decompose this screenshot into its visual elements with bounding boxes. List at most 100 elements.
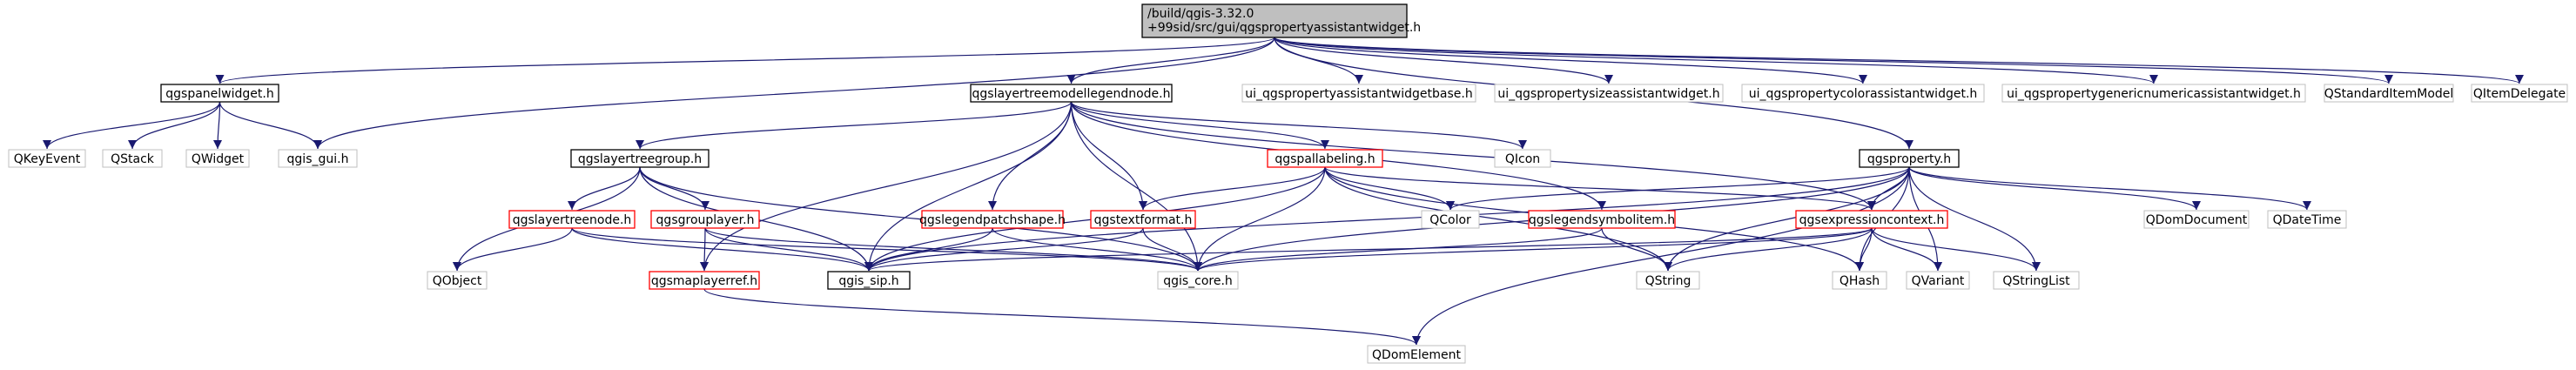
node-box [102,149,163,168]
node-label: QStringList [2002,274,2070,288]
node-label: QDateTime [2273,213,2342,227]
node-layer: /build/qgis-3.32.0+99sid/src/gui/qgsprop… [8,3,2568,364]
edge-property-to-qdomdoc [1908,166,2201,211]
node-box [921,210,1064,229]
node-label: QKeyEvent [14,152,81,166]
node-ui_pgnaw[interactable]: ui_qgspropertygenericnumericassistantwid… [2001,84,2306,103]
node-box [2001,84,2306,103]
node-qstring[interactable]: QString [1636,271,1700,290]
node-label: QDomElement [1372,348,1461,362]
node-box [427,271,488,290]
edge-ltmln-to-qgis_sip [864,101,1073,272]
edge-pallab-to-qstring [1324,166,1672,272]
node-label: qgsgrouplayer.h [656,213,755,227]
node-box [1090,210,1196,229]
edge-layer [43,37,2524,346]
node-qwidget[interactable]: QWidget [185,149,250,168]
node-panelwidget[interactable]: qgspanelwidget.h [160,84,279,103]
node-qdatetime[interactable]: QDateTime [2267,210,2347,229]
node-box [649,271,760,290]
node-box [1157,271,1239,290]
node-box [1141,3,1408,38]
node-textformat[interactable]: qgstextformat.h [1090,210,1196,229]
node-root[interactable]: /build/qgis-3.32.0+99sid/src/gui/qgsprop… [1141,3,1421,38]
edge-ltmln-to-maplayerref [700,101,1073,272]
node-qgis_core[interactable]: qgis_core.h [1157,271,1239,290]
node-box [160,84,279,103]
node-label: qgslegendsymbolitem.h [1529,213,1675,227]
node-qitemdel[interactable]: QItemDelegate [2471,84,2568,103]
node-label: ui_qgspropertygenericnumericassistantwid… [2007,87,2301,101]
node-qdomelement[interactable]: QDomElement [1367,345,1466,364]
edge-root-to-qstdmodel [1274,37,2393,84]
node-qobject[interactable]: QObject [427,271,488,290]
node-ltgroup[interactable]: qgslayertreegroup.h [570,149,710,168]
node-property[interactable]: qgsproperty.h [1859,149,1960,168]
edge-ltgroup-to-qgis_core [639,166,1202,272]
node-label: QVariant [1912,274,1965,288]
node-qstdmodel[interactable]: QStandardItemModel [2324,84,2454,103]
node-box [650,210,760,229]
edge-panelwidget-to-qkeyevent [43,101,221,150]
node-box [1906,271,1970,290]
edge-ltnode-to-qgis_sip [571,227,873,272]
edge-ltnode-to-qgis_core [571,227,1202,272]
node-label: qgspallabeling.h [1275,152,1375,166]
node-box [1636,271,1700,290]
node-label: ui_qgspropertysizeassistantwidget.h [1497,87,1719,101]
node-label: ui_qgspropertycolorassistantwidget.h [1749,87,1978,101]
edge-pallab-to-textformat [1139,166,1326,211]
node-pallab[interactable]: qgspallabeling.h [1267,149,1383,168]
node-qvariant[interactable]: QVariant [1906,271,1970,290]
node-qgis_gui[interactable]: qgis_gui.h [278,149,358,168]
node-ltnode[interactable]: qgslayertreenode.h [508,210,636,229]
edge-exprctx-to-qvariant [1871,227,1942,272]
edge-panelwidget-to-qgis_gui [219,101,322,150]
node-label: qgslayertreenode.h [513,213,632,227]
node-qhash[interactable]: QHash [1832,271,1887,290]
edge-ltmln-to-ltgroup [636,101,1073,150]
node-qkeyevent[interactable]: QKeyEvent [8,149,86,168]
node-ltmln[interactable]: qgslayertreemodellegendnode.h [970,84,1173,103]
node-box [2267,210,2347,229]
node-qgis_sip[interactable]: qgis_sip.h [827,271,911,290]
edge-ltmln-to-qicon [1070,101,1527,150]
edge-root-to-ui_pgnaw [1274,37,2158,84]
node-ui_pcaw[interactable]: ui_qgspropertycolorassistantwidget.h [1741,84,1985,103]
node-box [278,149,358,168]
node-grouplayer[interactable]: qgsgrouplayer.h [650,210,760,229]
edge-ltmln-to-textformat [1070,101,1147,211]
node-legpatch[interactable]: qgslegendpatchshape.h [919,210,1066,229]
edge-ltgroup-to-ltnode [568,166,641,211]
edge-property-to-qstringlist [1908,166,2041,272]
node-qstringlist[interactable]: QStringList [1993,271,2080,290]
node-qcolor[interactable]: QColor [1421,210,1480,229]
node-ui_psaw[interactable]: ui_qgspropertysizeassistantwidget.h [1494,84,1724,103]
edge-exprctx-to-qstring [1664,227,1873,272]
edge-pallab-to-exprctx [1324,166,1876,211]
edge-grouplayer-to-maplayerref [700,227,710,272]
node-qstack[interactable]: QStack [102,149,163,168]
node-qicon[interactable]: QIcon [1494,149,1551,168]
edge-exprctx-to-qgis_core [1194,227,1873,272]
node-box [570,149,710,168]
node-exprctx[interactable]: qgsexpressioncontext.h [1795,210,1948,229]
node-label: qgslegendpatchshape.h [919,213,1066,227]
node-box [2143,210,2250,229]
node-label: qgstextformat.h [1094,213,1193,227]
node-maplayerref[interactable]: qgsmaplayerref.h [649,271,760,290]
node-legsym[interactable]: qgslegendsymbolitem.h [1528,210,1676,229]
node-ui_paw[interactable]: ui_qgspropertyassistantwidgetbase.h [1241,84,1476,103]
node-label: qgsmaplayerref.h [651,274,757,288]
edge-root-to-ui_psaw [1274,37,1613,84]
node-label: qgslayertreegroup.h [578,152,702,166]
edge-textformat-to-qgis_sip [864,227,1144,272]
node-label: +99sid/src/gui/qgspropertyassistantwidge… [1147,21,1421,35]
node-qdomdoc[interactable]: QDomDocument [2143,210,2250,229]
node-box [1367,345,1466,364]
node-box [827,271,911,290]
edge-ltnode-to-qobject [453,227,573,272]
edge-exprctx-to-qgis_sip [864,227,1873,272]
node-box [1421,210,1480,229]
